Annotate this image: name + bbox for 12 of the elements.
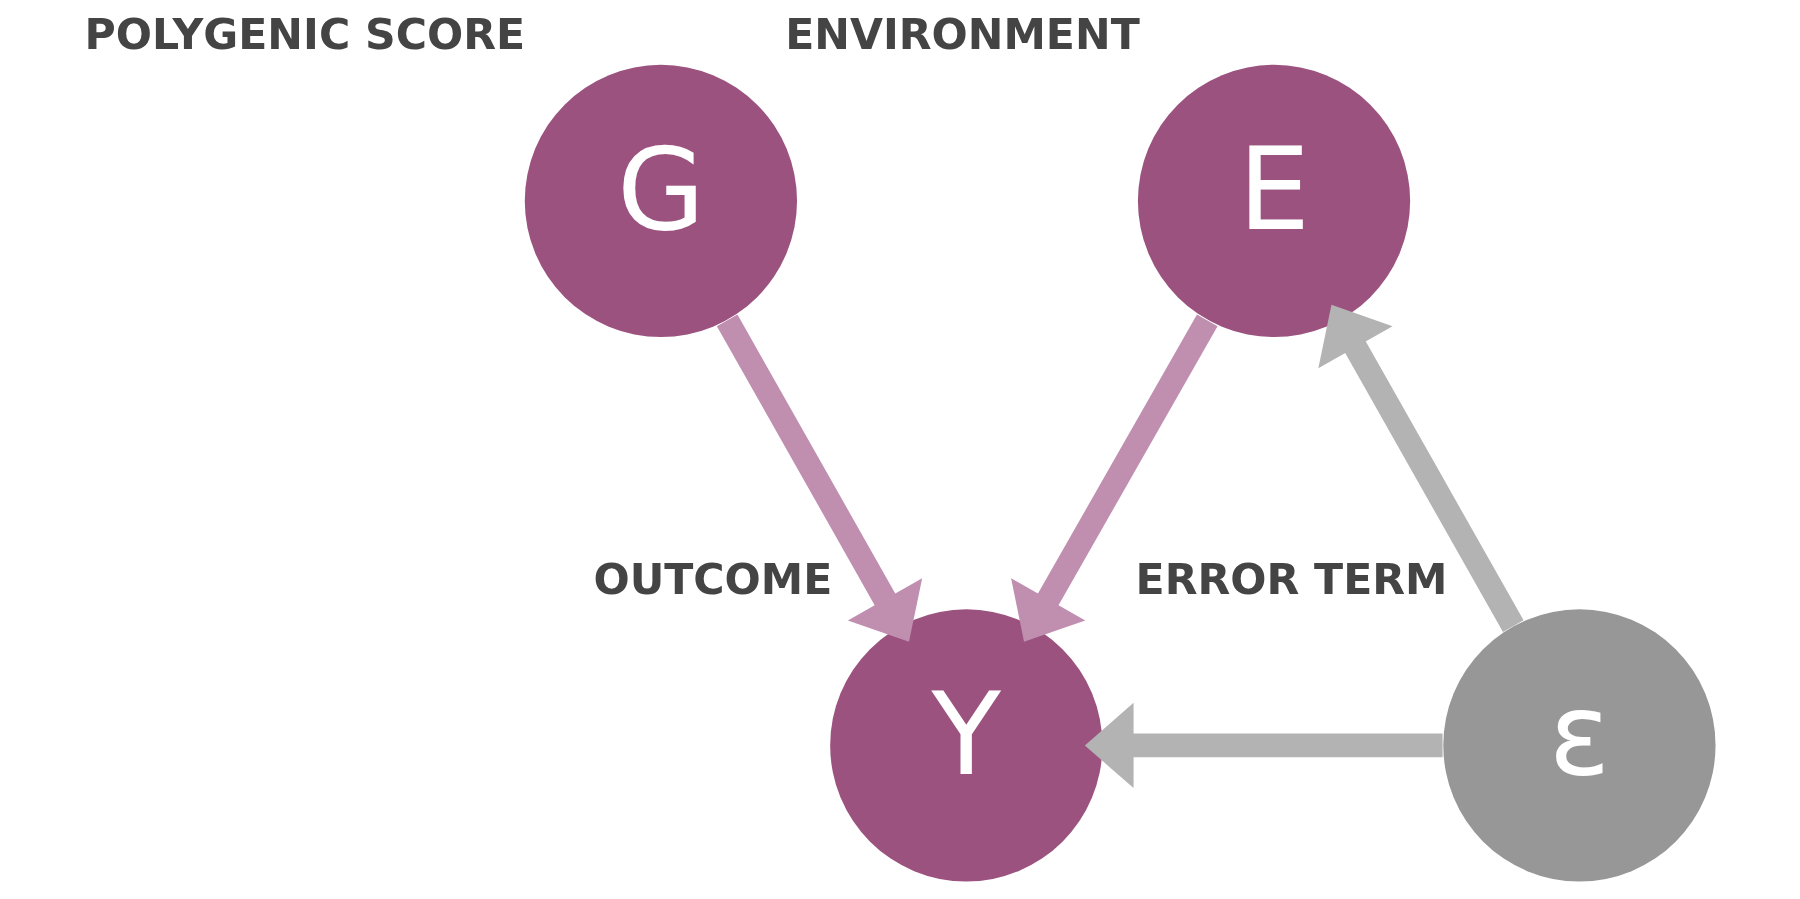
- arrow: [716, 314, 923, 642]
- node-label: ENVIRONMENT: [785, 9, 1140, 60]
- node-label: ERROR TERM: [1135, 553, 1448, 604]
- node-circle: E: [1137, 64, 1411, 338]
- arrow: [1011, 314, 1218, 642]
- arrow: [1084, 702, 1443, 789]
- node-circle: G: [524, 64, 797, 338]
- node-circle: Y: [830, 609, 1103, 882]
- node-circle: ε: [1443, 609, 1716, 882]
- arrow: [1318, 304, 1524, 632]
- node-label: OUTCOME: [593, 553, 833, 604]
- node-label: POLYGENIC SCORE: [84, 9, 526, 60]
